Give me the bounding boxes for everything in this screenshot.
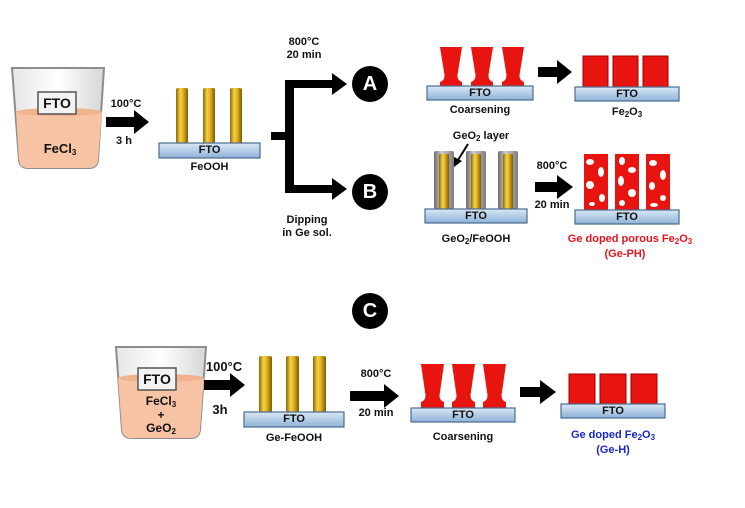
c-temp-label: 800°C bbox=[360, 368, 392, 380]
beaker2-geo2-label: GeO2 bbox=[146, 421, 176, 436]
ge-h-fto-label: FTO bbox=[602, 405, 624, 417]
step1-time-label: 3 h bbox=[116, 135, 132, 147]
beaker2-plus-label: + bbox=[157, 408, 165, 422]
marker-b-letter: B bbox=[362, 181, 378, 203]
geo2-feooh-label: GeO2/FeOOH bbox=[441, 233, 511, 246]
coarsened-rods-a bbox=[426, 47, 534, 101]
c-step1-time-label: 3h bbox=[212, 402, 228, 417]
ge-ph-label-1: Ge doped porous Fe2O3 bbox=[567, 233, 693, 246]
beaker1-fecl3-label: FeCl3 bbox=[43, 141, 77, 157]
arrow-c2 bbox=[350, 384, 399, 408]
branch-temp-label: 800°C bbox=[288, 36, 320, 48]
feooh-label: FeOOH bbox=[190, 161, 229, 173]
coarsening-c-label: Coarsening bbox=[432, 431, 494, 443]
marker-a bbox=[352, 66, 388, 102]
c-time-label: 20 min bbox=[358, 407, 394, 419]
arrow-a bbox=[538, 60, 572, 84]
beaker2-fto-label: FTO bbox=[143, 371, 171, 387]
ge-feooh-fto-label: FTO bbox=[283, 413, 305, 425]
ge-feooh-nanorods bbox=[243, 356, 345, 428]
geo2-layer-pointer bbox=[454, 143, 469, 167]
dipping-label-1: Dipping bbox=[286, 214, 328, 226]
feooh-fto-label: FTO bbox=[198, 144, 221, 156]
arrow-b bbox=[535, 175, 573, 199]
ge-feooh-label: Ge-FeOOH bbox=[265, 432, 323, 444]
marker-c-letter: C bbox=[362, 300, 378, 322]
step1-temp-label: 100°C bbox=[110, 98, 142, 110]
b-temp-label: 800°C bbox=[536, 160, 568, 172]
fe2o3-a-label: Fe2O3 bbox=[611, 106, 643, 119]
ge-fe2o3-blocks bbox=[560, 373, 666, 419]
ge-h-label-2: (Ge-H) bbox=[596, 444, 630, 456]
b-time-label: 20 min bbox=[534, 199, 570, 211]
porous-fto-label: FTO bbox=[616, 211, 638, 223]
arrow-step1 bbox=[106, 110, 149, 134]
ge-ph-label-2: (Ge-PH) bbox=[604, 248, 646, 260]
marker-b bbox=[352, 174, 388, 210]
beaker-fecl3-geo2 bbox=[114, 346, 208, 439]
coarsening-a-label: Coarsening bbox=[449, 104, 511, 116]
marker-a-letter: A bbox=[362, 73, 378, 95]
marker-c bbox=[352, 293, 388, 329]
coarsened-rods-c bbox=[410, 364, 516, 423]
coarsening-a-fto-label: FTO bbox=[469, 87, 491, 99]
branch-time-label: 20 min bbox=[286, 49, 322, 61]
coarsening-c-fto-label: FTO bbox=[452, 409, 474, 421]
fe2o3-a-fto-label: FTO bbox=[616, 88, 638, 100]
geo2-layer-label: GeO2 layer bbox=[452, 130, 510, 143]
porous-fe2o3-rods bbox=[574, 154, 680, 225]
branch-bracket bbox=[271, 73, 347, 200]
beaker-fecl3 bbox=[10, 67, 106, 169]
beaker2-fecl3-label: FeCl3 bbox=[145, 394, 177, 409]
c-step1-temp-label: 100°C bbox=[205, 359, 243, 374]
ge-h-label-1: Ge doped Fe2O3 bbox=[570, 429, 656, 442]
arrow-c1 bbox=[204, 373, 245, 397]
geo2-fto-label: FTO bbox=[465, 210, 487, 222]
arrow-c3 bbox=[520, 380, 556, 404]
fe2o3-blocks-a bbox=[574, 55, 680, 102]
beaker1-fto-label: FTO bbox=[43, 95, 71, 111]
feooh-nanorods bbox=[158, 88, 261, 159]
dipping-label-2: in Ge sol. bbox=[282, 227, 332, 239]
geo2-coated-rods bbox=[424, 151, 528, 224]
